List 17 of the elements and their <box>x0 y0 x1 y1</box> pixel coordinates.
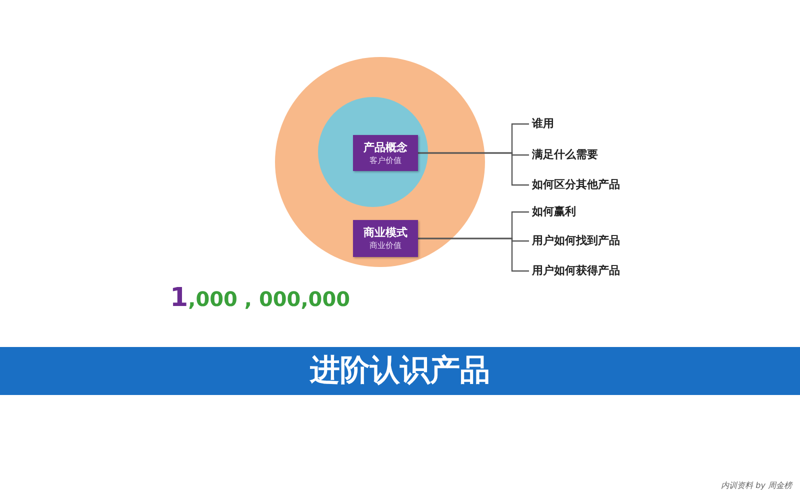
connector-line <box>418 152 529 186</box>
box-heading: 产品概念 <box>362 140 408 154</box>
list-item-text: 谁用 <box>532 117 554 131</box>
list-item-text: 如何区分其他产品 <box>532 178 620 192</box>
number-text: 1,000 , 000,000 <box>170 283 350 313</box>
list-item-text: 满足什么需要 <box>532 148 598 162</box>
list-item-text: 用户如何找到产品 <box>532 234 620 248</box>
box-subtitle: 商业价值 <box>368 240 402 251</box>
credit-text: 内训资料 by 周金榜 <box>721 480 792 491</box>
list-item-text: 如何赢利 <box>532 205 576 219</box>
connector-line <box>418 238 529 272</box>
label-box <box>353 135 418 171</box>
box-subtitle: 客户价值 <box>368 154 402 166</box>
title-banner: 进阶认识产品 <box>0 347 800 395</box>
box-heading: 商业模式 <box>362 226 408 240</box>
list-item-text: 用户如何获得产品 <box>532 264 620 278</box>
label-box <box>353 220 418 257</box>
